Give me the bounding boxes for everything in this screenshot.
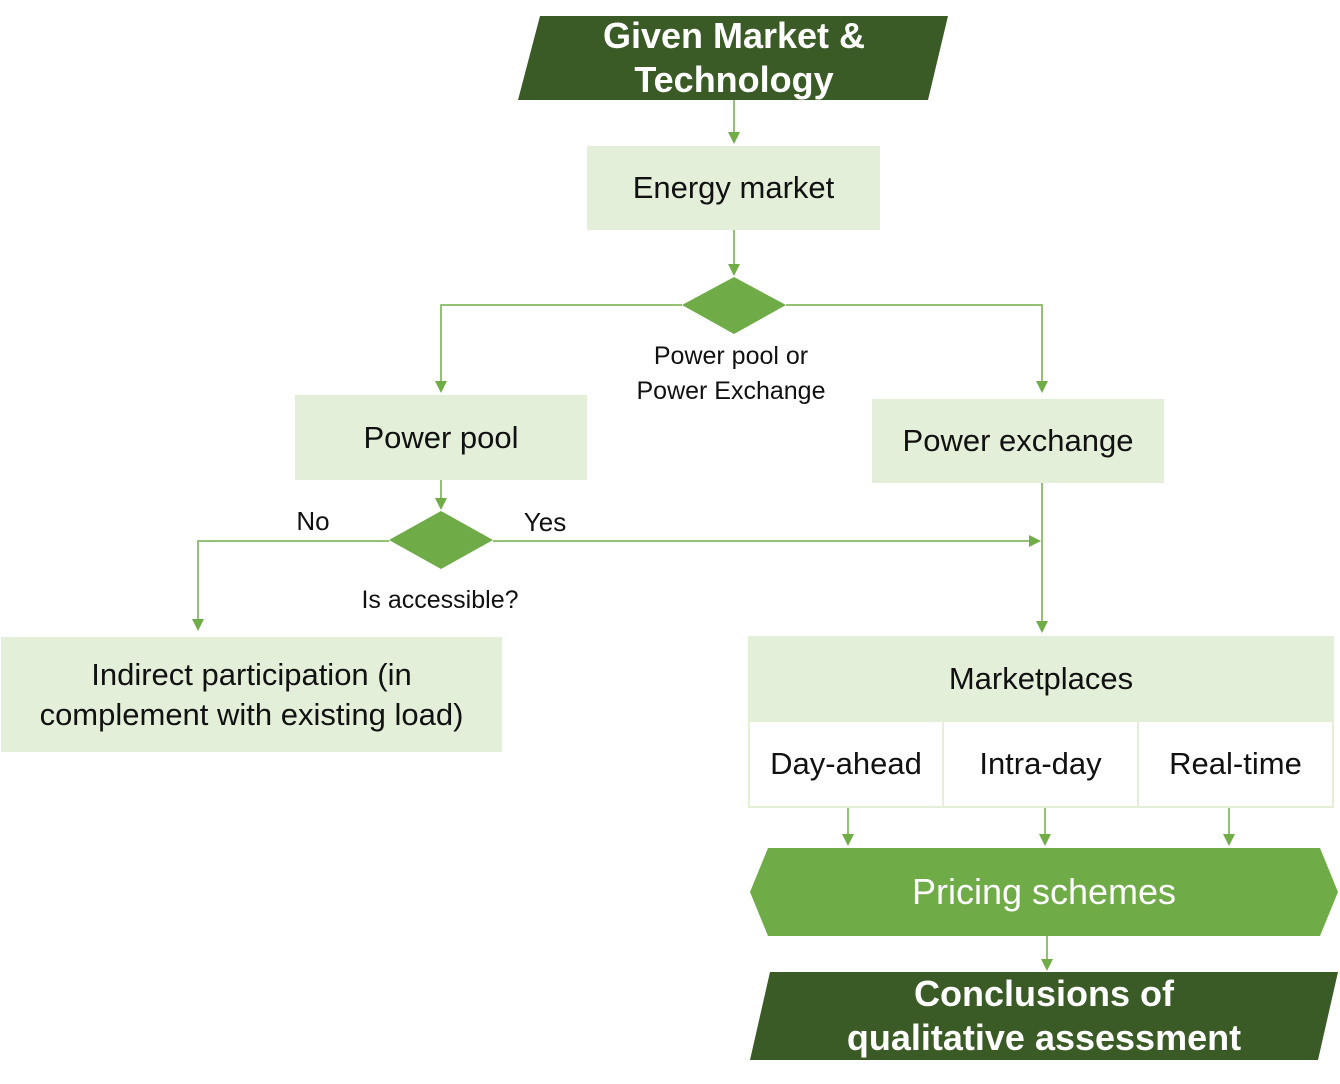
conclusion-line2: qualitative assessment — [846, 1017, 1242, 1058]
marketplace-real-time: Real-time — [1139, 722, 1332, 806]
power-pool-box: Power pool — [295, 395, 587, 480]
conclusion-line1: Conclusions of — [914, 973, 1174, 1014]
marketplace-intra-day: Intra-day — [944, 722, 1139, 806]
start-line1: Given Market & — [602, 15, 866, 56]
decision-diamond-market-type — [682, 277, 786, 334]
start-line2: Technology — [634, 59, 834, 100]
connector-no-indirect — [197, 540, 389, 620]
decision-market-type-label: Power pool or Power Exchange — [600, 339, 862, 409]
pricing-hexagon-shape — [750, 848, 1338, 936]
energy-market-box: Energy market — [587, 146, 880, 230]
conclusion-node: Conclusions of qualitative assessment — [760, 972, 1328, 1060]
start-parallelogram-shape — [518, 16, 948, 100]
connector-decision-powerexchange — [786, 304, 1043, 382]
marketplace-day-ahead: Day-ahead — [750, 722, 944, 806]
pricing-schemes-node: Pricing schemes — [911, 871, 1177, 912]
is-accessible-label: Is accessible? — [361, 586, 519, 614]
conclusion-parallelogram-shape — [750, 972, 1338, 1060]
power-exchange-box: Power exchange — [872, 399, 1164, 483]
connector-decision-powerpool — [440, 304, 682, 382]
power-pool-label: Power pool — [363, 419, 519, 455]
indirect-line1: Indirect participation (in — [91, 656, 412, 692]
energy-market-label: Energy market — [632, 170, 835, 205]
decision-diamond-accessible — [389, 511, 493, 569]
no-label: No — [296, 506, 330, 536]
yes-label: Yes — [523, 507, 567, 537]
decision-market-type-line1: Power pool or — [653, 342, 809, 370]
marketplaces-table: Marketplaces Day-ahead Intra-day Real-ti… — [748, 636, 1334, 808]
decision-market-type-line2: Power Exchange — [636, 377, 826, 405]
start-node: Given Market & Technology — [530, 15, 938, 100]
indirect-line2: complement with existing load) — [39, 696, 464, 732]
power-exchange-label: Power exchange — [902, 423, 1134, 458]
marketplaces-title: Marketplaces — [948, 661, 1134, 696]
indirect-participation-box: Indirect participation (in complement wi… — [1, 637, 502, 752]
